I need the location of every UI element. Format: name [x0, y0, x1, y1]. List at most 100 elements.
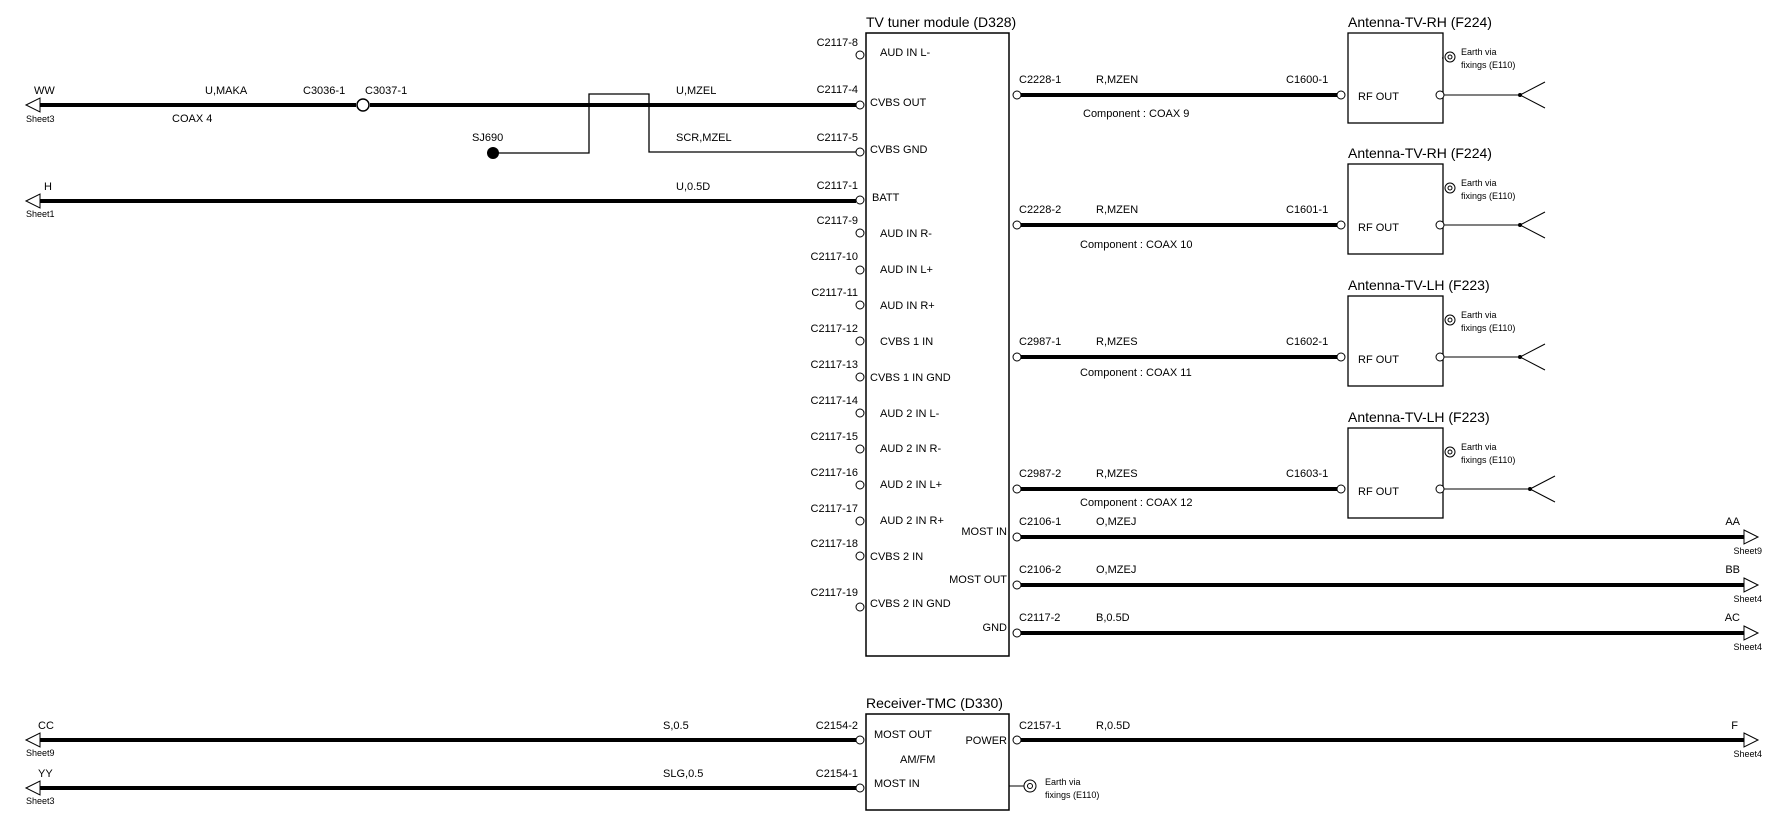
- antenna-title: Antenna-TV-LH (F223): [1348, 409, 1490, 425]
- wire-ww: WW Sheet3 U,MAKA C3036-1 C3037-1 COAX 4 …: [24, 85, 856, 125]
- sheet-label: Sheet4: [1733, 594, 1762, 604]
- antenna-title: Antenna-TV-RH (F224): [1348, 145, 1492, 161]
- antenna-title: Antenna-TV-LH (F223): [1348, 277, 1490, 293]
- pin-label: POWER: [965, 735, 1007, 747]
- wire-code: O,MZEJ: [1096, 564, 1136, 576]
- antenna-box: [1347, 295, 1444, 387]
- earth-label: Earth via: [1461, 178, 1497, 188]
- component-label: Component : COAX 10: [1080, 239, 1193, 251]
- sheet-label: Sheet4: [1733, 642, 1762, 652]
- pin-connector: C2117-5: [817, 132, 858, 144]
- to-connector: C1600-1: [1286, 74, 1328, 86]
- antenna-block: Antenna-TV-LH (F223) RF OUT Earth via fi…: [1012, 277, 1546, 387]
- wire-connector: C2154-2: [816, 720, 858, 732]
- antenna-icon: [1519, 81, 1546, 109]
- wire-code: SLG,0.5: [663, 768, 703, 780]
- endpoint-label: BB: [1725, 564, 1740, 576]
- pin-label: AUD IN R-: [880, 228, 932, 240]
- pin-terminal: [855, 480, 865, 490]
- antenna-box-label: RF OUT: [1358, 354, 1399, 366]
- endpoint-label: AC: [1725, 612, 1740, 624]
- pin-label: AUD IN L+: [880, 264, 933, 276]
- pin-connector: C2117-19: [811, 587, 859, 599]
- pin-label: CVBS 2 IN GND: [870, 598, 951, 610]
- pin-connector: C2117-18: [811, 538, 859, 550]
- wire-yy: YY Sheet3 SLG,0.5 C2154-1: [24, 768, 865, 806]
- sheet-label: Sheet3: [26, 796, 55, 806]
- antenna-icon: [1529, 475, 1556, 503]
- wire-code: B,0.5D: [1096, 612, 1130, 624]
- pin-connector: C2117-11: [811, 287, 858, 299]
- receiver-title: Receiver-TMC (D330): [866, 695, 1003, 711]
- wire-aa: C2106-1 O,MZEJ AA Sheet9: [1012, 516, 1762, 556]
- endpoint-label: YY: [38, 768, 53, 780]
- sheet-arrow: [24, 97, 41, 113]
- pin-label: MOST IN: [874, 778, 920, 790]
- pin-label: BATT: [872, 192, 900, 204]
- antenna-icon: [1519, 343, 1546, 371]
- antenna-title: Antenna-TV-RH (F224): [1348, 14, 1492, 30]
- wire-connector: C2106-2: [1019, 564, 1061, 576]
- wire-ac: C2117-2 B,0.5D AC Sheet4: [1012, 612, 1762, 652]
- component-label: Component : COAX 12: [1080, 497, 1193, 509]
- wire-connector: C2154-1: [816, 768, 858, 780]
- sheet-arrow: [24, 780, 41, 796]
- pin-connector: C2117-8: [817, 37, 858, 49]
- sheet-arrow: [1743, 577, 1760, 593]
- pin-terminal: [855, 100, 865, 110]
- component-label: Component : COAX 9: [1083, 108, 1189, 120]
- sheet-label: Sheet1: [26, 209, 55, 219]
- receiver-box: [865, 713, 1010, 811]
- earth-label-2: fixings (E110): [1461, 455, 1515, 465]
- pin-connector: C2117-9: [817, 215, 858, 227]
- from-connector: C2228-1: [1019, 74, 1061, 86]
- sheet-arrow: [1743, 529, 1760, 545]
- earth-label: Earth via: [1461, 310, 1497, 320]
- wire-code: U,MAKA: [205, 85, 248, 97]
- tuner-left-pins: C2117-8 AUD IN L- C2117-4 CVBS OUT C2117…: [811, 37, 951, 612]
- pin-terminal: [855, 336, 865, 346]
- sheet-label: Sheet9: [1733, 546, 1762, 556]
- earth-label: Earth via: [1461, 47, 1497, 57]
- pin-terminal: [855, 372, 865, 382]
- pin-label: MOST IN: [961, 526, 1007, 538]
- earth-label-2: fixings (E110): [1461, 191, 1515, 201]
- pin-label: AUD 2 IN L-: [880, 408, 940, 420]
- tv-tuner-module: TV tuner module (D328): [865, 14, 1016, 657]
- sheet-arrow: [24, 193, 41, 209]
- inline-connector: [356, 98, 370, 112]
- wire-code: U,MZEL: [676, 85, 716, 97]
- tuner-title: TV tuner module (D328): [866, 14, 1016, 30]
- pin-terminal: [855, 300, 865, 310]
- wire-code: O,MZEJ: [1096, 516, 1136, 528]
- earth-label: Earth via: [1045, 777, 1081, 787]
- splice-label: SJ690: [472, 132, 503, 144]
- pin-connector: C2117-15: [811, 431, 859, 443]
- pin-label: CVBS 1 IN GND: [870, 372, 951, 384]
- wire-bb: C2106-2 O,MZEJ BB Sheet4: [1012, 564, 1762, 604]
- endpoint-label: F: [1731, 720, 1738, 732]
- wire-code: S,0.5: [663, 720, 689, 732]
- pin-label: AUD 2 IN L+: [880, 479, 942, 491]
- to-connector: C1602-1: [1286, 336, 1328, 348]
- inline-connector-label: C3037-1: [365, 85, 407, 97]
- sheet-label: Sheet4: [1733, 749, 1762, 759]
- antenna-icon: [1519, 211, 1546, 239]
- tuner-box: [865, 32, 1010, 657]
- antenna-block: Antenna-TV-RH (F224) RF OUT Earth via fi…: [1012, 145, 1546, 255]
- pin-label: GND: [983, 622, 1008, 634]
- wire-code: R,MZEN: [1096, 74, 1138, 86]
- wire-code: R,0.5D: [1096, 720, 1130, 732]
- pin-connector: C2117-12: [811, 323, 859, 335]
- from-connector: C2987-2: [1019, 468, 1061, 480]
- component-label: COAX 4: [172, 113, 212, 125]
- wire-cc: CC Sheet9 S,0.5 C2154-2: [24, 720, 865, 758]
- sheet-arrow: [24, 732, 41, 748]
- to-connector: C1601-1: [1286, 204, 1328, 216]
- sheet-label: Sheet9: [26, 748, 55, 758]
- pin-terminal: [855, 228, 865, 238]
- wire-connector: C2117-2: [1019, 612, 1060, 624]
- pin-terminal: [855, 516, 865, 526]
- sheet-arrow: [1743, 625, 1760, 641]
